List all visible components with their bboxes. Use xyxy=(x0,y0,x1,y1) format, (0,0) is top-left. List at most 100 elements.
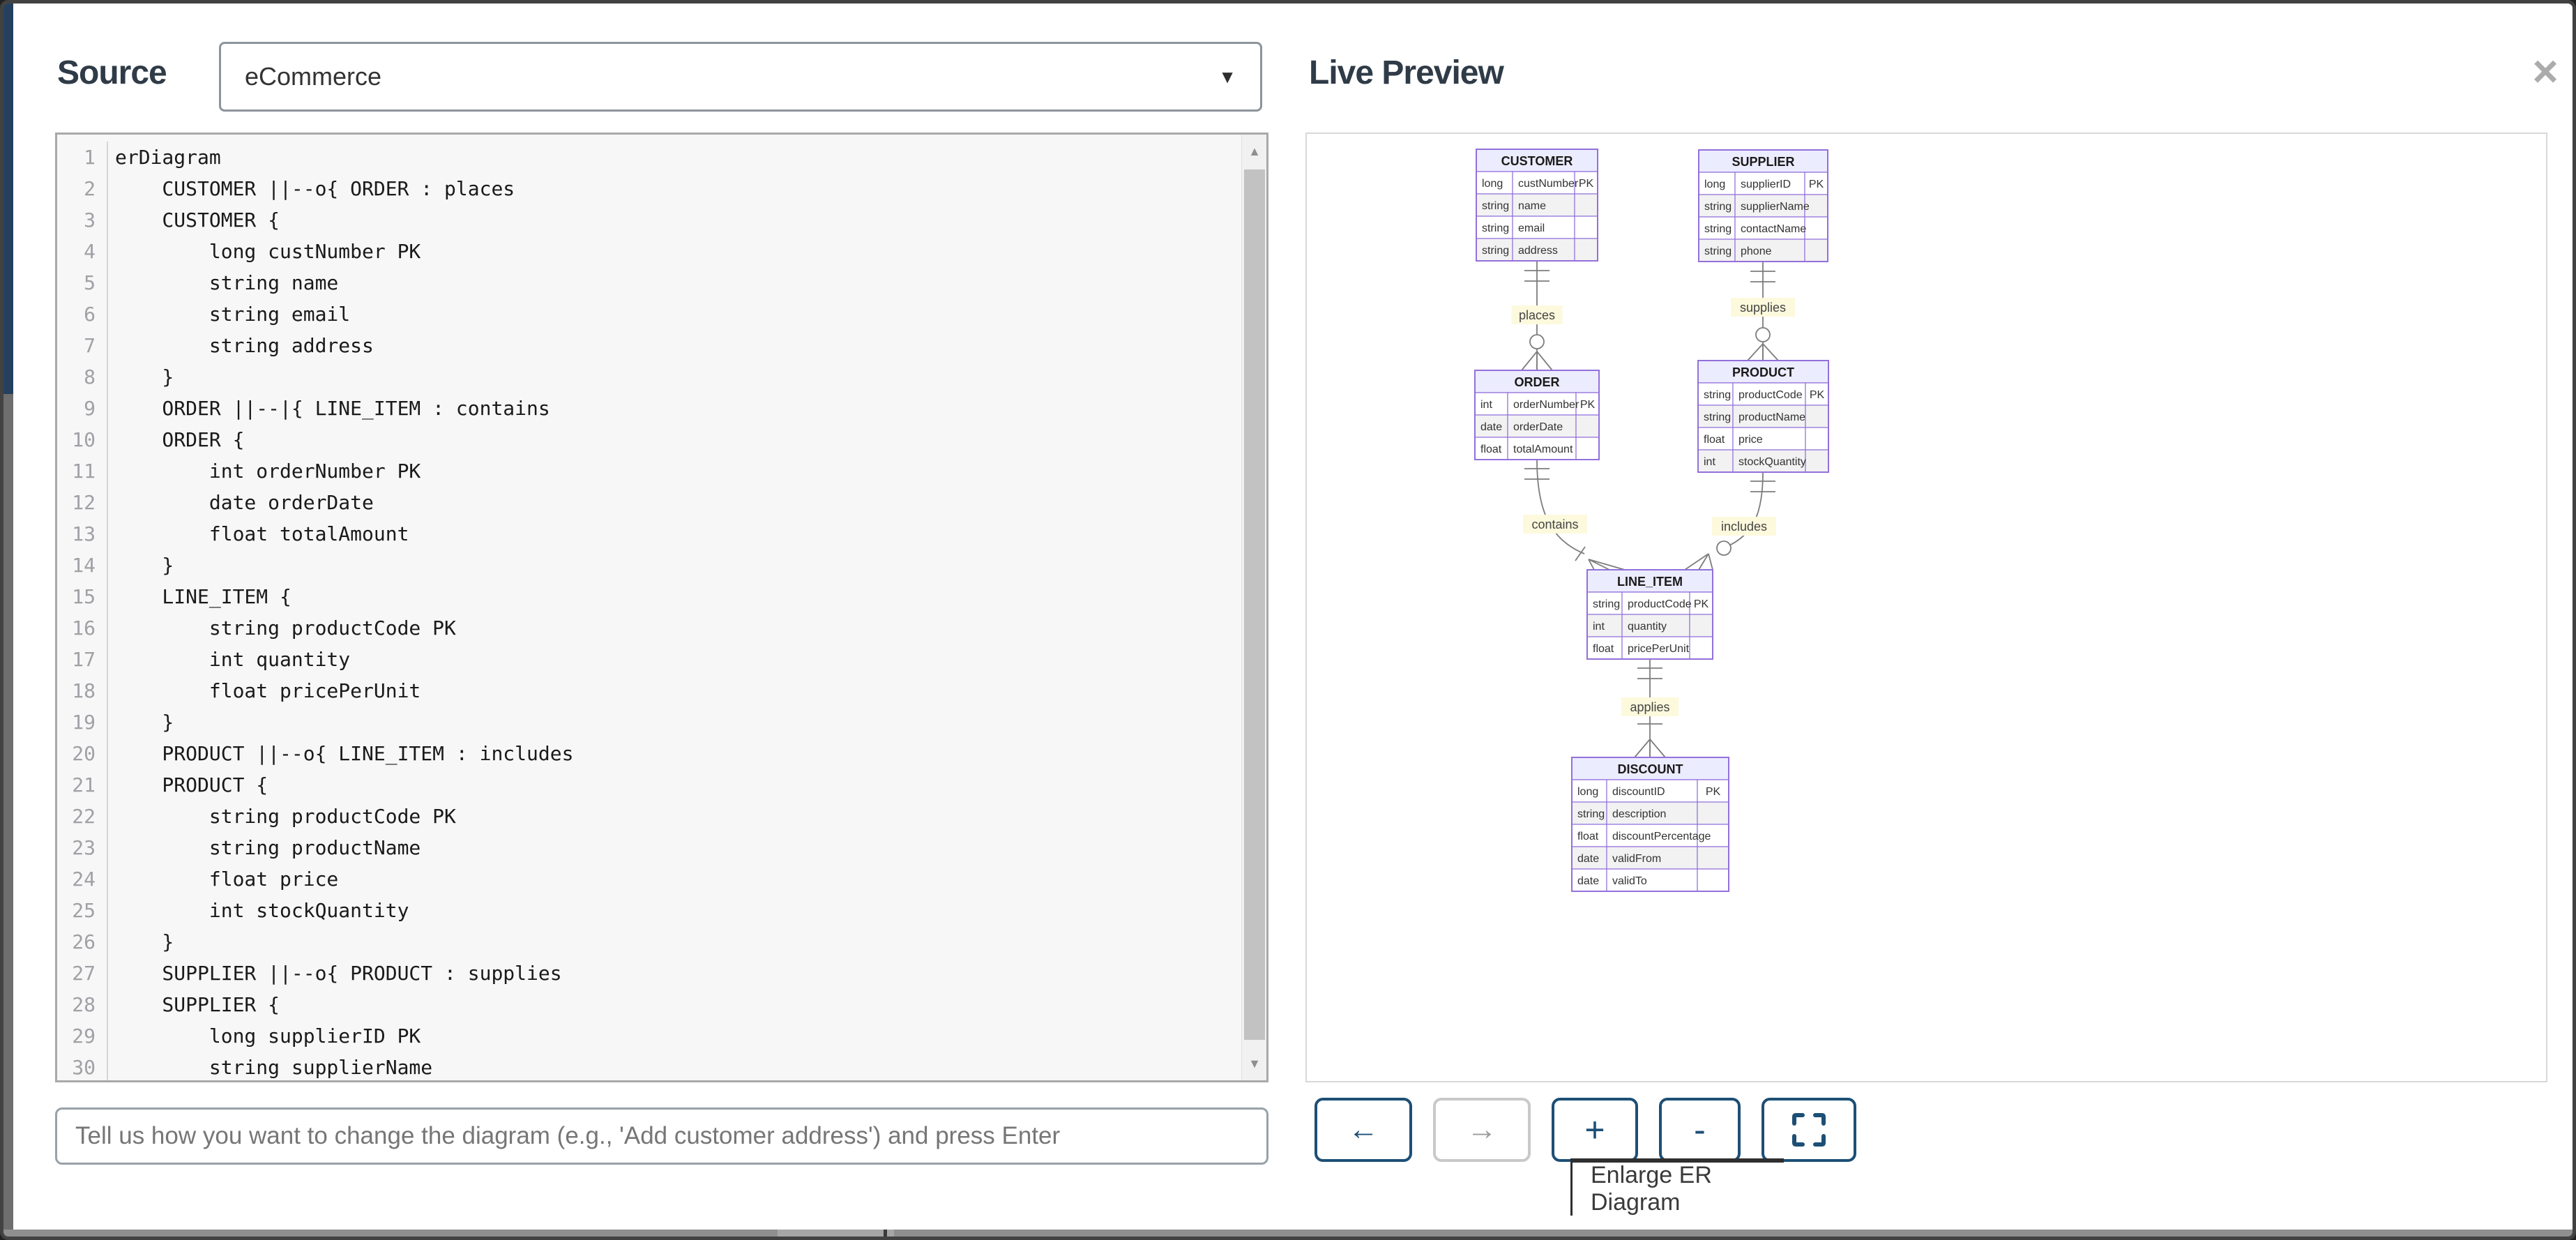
attribute-type: string xyxy=(1704,411,1731,423)
code-text: LINE_ITEM { xyxy=(115,585,291,608)
code-line[interactable]: 7 string address xyxy=(57,330,1241,361)
code-line[interactable]: 4 long custNumber PK xyxy=(57,236,1241,267)
line-number: 1 xyxy=(57,142,108,173)
scroll-up-icon[interactable]: ▲ xyxy=(1248,144,1261,158)
code-line[interactable]: 23 string productName xyxy=(57,832,1241,863)
attribute-name: name xyxy=(1518,200,1546,212)
code-editor[interactable]: 1 erDiagram 2 CUSTOMER ||--o{ ORDER : plac… xyxy=(55,133,1268,1082)
code-line[interactable]: 9 ORDER ||--|{ LINE_ITEM : contains xyxy=(57,393,1241,424)
attribute-type: float xyxy=(1480,444,1502,455)
code-line[interactable]: 15 LINE_ITEM { xyxy=(57,581,1241,612)
code-line[interactable]: 22 string productCode PK xyxy=(57,801,1241,832)
attribute-key: PK xyxy=(1810,389,1825,401)
code-text: string productCode PK xyxy=(115,805,456,828)
line-number: 23 xyxy=(57,832,108,863)
editor-scrollbar-thumb[interactable] xyxy=(1244,169,1265,1040)
relationship-places: places xyxy=(1511,261,1563,371)
code-line[interactable]: 30 string supplierName xyxy=(57,1052,1241,1080)
code-line[interactable]: 1 erDiagram xyxy=(57,142,1241,173)
line-number: 3 xyxy=(57,204,108,236)
code-line[interactable]: 13 float totalAmount xyxy=(57,518,1241,550)
code-line[interactable]: 12 date orderDate xyxy=(57,487,1241,518)
code-text: string productName xyxy=(115,836,421,859)
code-line[interactable]: 21 PRODUCT { xyxy=(57,769,1241,801)
attribute-type: float xyxy=(1593,643,1614,655)
attribute-type: string xyxy=(1577,808,1605,820)
relationship-label: supplies xyxy=(1740,301,1786,315)
code-text: CUSTOMER { xyxy=(115,209,280,232)
editor-scrollbar[interactable]: ▲ ▼ xyxy=(1241,135,1266,1080)
code-text: string email xyxy=(115,303,351,326)
attribute-name: totalAmount xyxy=(1513,444,1573,455)
scroll-down-icon[interactable]: ▼ xyxy=(1248,1056,1261,1071)
zoom-out-button[interactable]: - xyxy=(1659,1098,1741,1162)
code-line[interactable]: 10 ORDER { xyxy=(57,424,1241,455)
code-text: int quantity xyxy=(115,648,351,671)
line-number: 6 xyxy=(57,298,108,330)
attribute-type: string xyxy=(1704,389,1731,401)
code-text: PRODUCT ||--o{ LINE_ITEM : includes xyxy=(115,742,574,765)
code-line[interactable]: 19 } xyxy=(57,706,1241,738)
attribute-name: discountID xyxy=(1612,786,1665,798)
code-text: int orderNumber PK xyxy=(115,460,421,483)
attribute-key: PK xyxy=(1809,179,1824,190)
code-line[interactable]: 24 float price xyxy=(57,863,1241,895)
close-icon[interactable]: × xyxy=(2532,46,2559,96)
diagram-change-input[interactable] xyxy=(55,1107,1268,1165)
code-line[interactable]: 18 float pricePerUnit xyxy=(57,675,1241,706)
code-line[interactable]: 8 } xyxy=(57,361,1241,393)
line-number: 8 xyxy=(57,361,108,393)
code-line[interactable]: 25 int stockQuantity xyxy=(57,895,1241,926)
attribute-name: validTo xyxy=(1612,875,1647,887)
attribute-type: date xyxy=(1480,421,1502,433)
line-number: 25 xyxy=(57,895,108,926)
code-line[interactable]: 29 long supplierID PK xyxy=(57,1020,1241,1052)
template-dropdown[interactable]: eCommerce ▼ xyxy=(219,42,1262,112)
code-text: } xyxy=(115,554,174,577)
template-dropdown-value: eCommerce xyxy=(245,62,382,91)
code-text: long supplierID PK xyxy=(115,1024,421,1048)
code-line[interactable]: 20 PRODUCT ||--o{ LINE_ITEM : includes xyxy=(57,738,1241,769)
zoom-in-button[interactable]: + xyxy=(1552,1098,1638,1162)
attribute-name: productCode xyxy=(1628,598,1692,610)
relationship-label: includes xyxy=(1721,520,1767,534)
line-number: 20 xyxy=(57,738,108,769)
code-text: erDiagram xyxy=(115,146,221,169)
code-line[interactable]: 26 } xyxy=(57,926,1241,958)
entity-title: SUPPLIER xyxy=(1732,155,1794,169)
code-text: SUPPLIER ||--o{ PRODUCT : supplies xyxy=(115,962,562,985)
relationship-includes: includes xyxy=(1684,471,1776,570)
attribute-name: email xyxy=(1518,222,1545,234)
fullscreen-icon xyxy=(1792,1113,1826,1147)
fullscreen-button[interactable] xyxy=(1761,1098,1856,1162)
code-line[interactable]: 27 SUPPLIER ||--o{ PRODUCT : supplies xyxy=(57,958,1241,989)
attribute-type: string xyxy=(1704,223,1732,235)
code-line[interactable]: 6 string email xyxy=(57,298,1241,330)
attribute-name: stockQuantity xyxy=(1738,456,1806,468)
background-app-bottom-segment xyxy=(778,1230,894,1237)
code-text: float totalAmount xyxy=(115,522,409,545)
code-line[interactable]: 2 CUSTOMER ||--o{ ORDER : places xyxy=(57,173,1241,204)
code-text: string name xyxy=(115,271,339,294)
attribute-name: validFrom xyxy=(1612,853,1661,865)
code-text: SUPPLIER { xyxy=(115,993,280,1016)
relationship-supplies: supplies xyxy=(1731,262,1795,361)
code-line[interactable]: 3 CUSTOMER { xyxy=(57,204,1241,236)
code-line[interactable]: 14 } xyxy=(57,550,1241,581)
code-line[interactable]: 17 int quantity xyxy=(57,644,1241,675)
code-line[interactable]: 28 SUPPLIER { xyxy=(57,989,1241,1020)
code-line[interactable]: 16 string productCode PK xyxy=(57,612,1241,644)
code-line[interactable]: 5 string name xyxy=(57,267,1241,298)
code-editor-content[interactable]: 1 erDiagram 2 CUSTOMER ||--o{ ORDER : plac… xyxy=(57,135,1241,1080)
code-text: ORDER ||--|{ LINE_ITEM : contains xyxy=(115,397,550,420)
line-number: 18 xyxy=(57,675,108,706)
attribute-key: PK xyxy=(1706,786,1721,798)
line-number: 30 xyxy=(57,1052,108,1080)
code-line[interactable]: 11 int orderNumber PK xyxy=(57,455,1241,487)
forward-button[interactable]: → xyxy=(1433,1098,1531,1162)
back-button[interactable]: ← xyxy=(1314,1098,1412,1162)
